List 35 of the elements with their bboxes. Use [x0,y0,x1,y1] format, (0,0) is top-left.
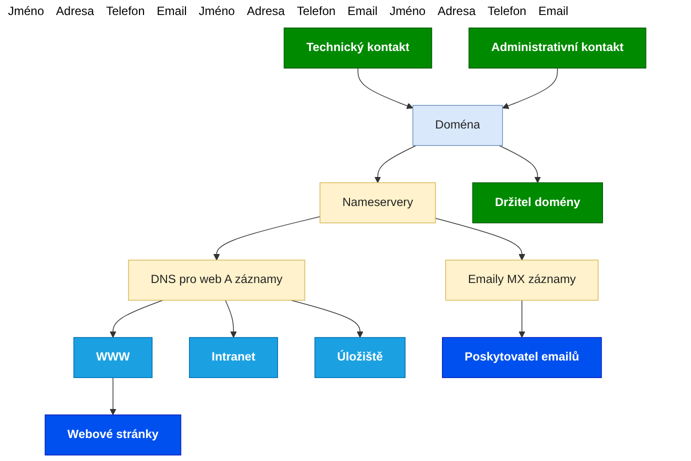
arrow [225,300,237,338]
node-box: Doména [412,104,503,146]
node-box: Webové stránky [44,414,182,456]
arrow [374,145,417,184]
arrow [435,218,526,260]
field-name-label: Telefon [106,4,145,18]
node-box: Nameservery [320,182,436,224]
node-box: Úložiště [314,337,406,378]
field-name-label: Telefon [296,4,336,18]
arrow [110,300,164,338]
arrow [518,300,526,338]
node-box: Technický kontakt [284,28,432,68]
field-name-label: Email [156,4,187,18]
field-name-label: Adresa [438,4,476,18]
node-box: WWW [73,337,153,378]
field-name-label: Email [538,4,568,18]
arrow [290,300,364,338]
node-box: Intranet [188,337,278,378]
node-box: Emaily MX záznamy [445,260,599,301]
field-name-label: Adresa [246,4,285,18]
arrow [110,377,116,416]
node-box: Držitel domény [472,182,603,224]
field-name-label: Jméno [390,4,426,18]
arrow [502,68,558,109]
field-name-label: Telefon [488,4,526,18]
field-name-label: Jméno [198,4,235,18]
arrow [498,145,541,184]
node-box: DNS pro web A záznamy [128,260,306,301]
field-name-label: Adresa [56,4,94,18]
node-box: Poskytovatel emailů [442,337,602,378]
node-box: Administrativní kontakt [468,28,646,68]
arrow [213,216,320,260]
field-name-label: Email [348,4,378,18]
arrow [358,68,414,109]
field-name-label: Jméno [8,4,44,18]
